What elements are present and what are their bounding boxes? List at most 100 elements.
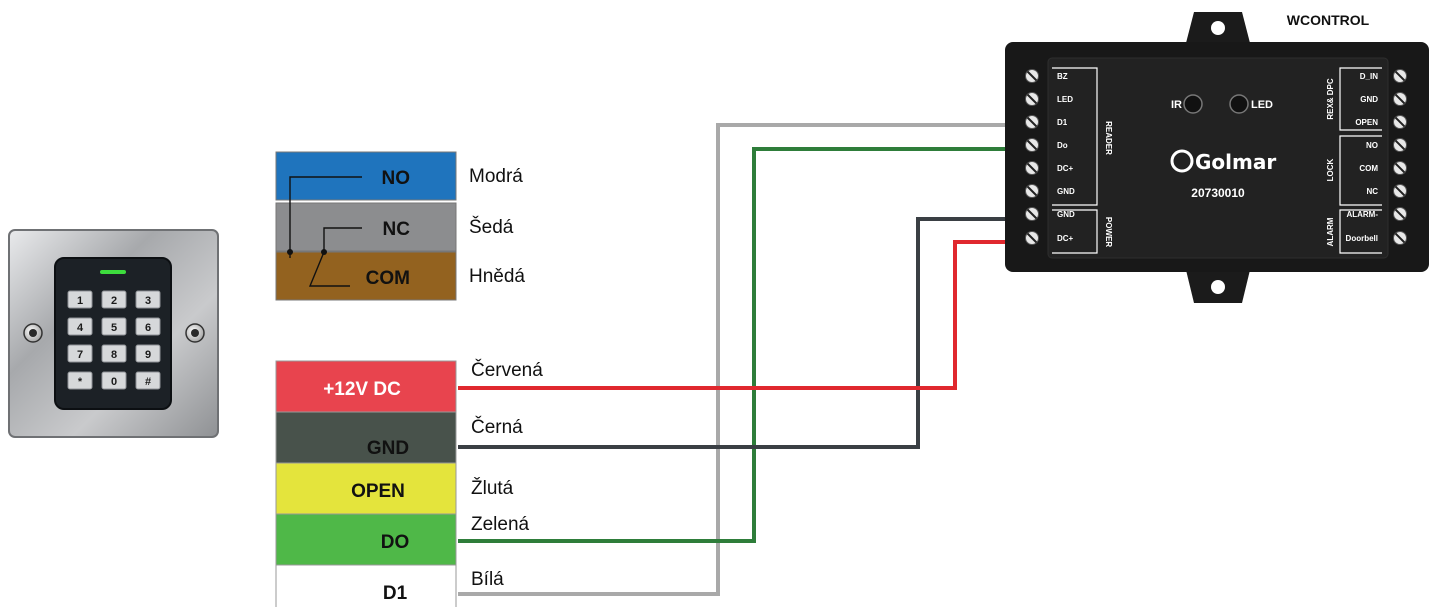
keypad-status-led bbox=[100, 270, 126, 274]
terminal-screw bbox=[1393, 207, 1407, 221]
wire-black-gnd bbox=[458, 217, 1005, 449]
relay-junction-nc bbox=[321, 249, 327, 255]
keypad-key: 3 bbox=[135, 290, 161, 309]
terminal-screw bbox=[1025, 231, 1039, 245]
keypad-key-label: 0 bbox=[111, 376, 117, 388]
wire-terminal-label: +12V DC bbox=[323, 379, 401, 400]
power-bracket bbox=[1052, 209, 1098, 254]
keypad-key-label: # bbox=[145, 376, 151, 388]
relay-row-2 bbox=[275, 251, 457, 301]
left-terminal-label: Do bbox=[1057, 141, 1068, 150]
device-title: WCONTROL bbox=[1287, 12, 1370, 28]
keypad-key: 5 bbox=[101, 317, 127, 336]
wire-terminal-label: D1 bbox=[383, 583, 408, 604]
relay-wire-name: Modrá bbox=[469, 166, 523, 187]
wire-color-block: +12V DCGNDOPENDOD1ČervenáČernáŽlutáZelen… bbox=[275, 359, 543, 607]
left-terminal-label: DC+ bbox=[1057, 234, 1074, 243]
terminal-screw bbox=[1025, 69, 1039, 83]
keypad-left-screw bbox=[23, 323, 43, 343]
right-terminal-label: D_IN bbox=[1360, 72, 1378, 81]
right-terminal-label: OPEN bbox=[1355, 118, 1378, 127]
keypad-right-screw bbox=[185, 323, 205, 343]
alarm-bracket bbox=[1339, 209, 1382, 254]
keypad-key: * bbox=[67, 371, 93, 390]
terminal-screw bbox=[1393, 115, 1407, 129]
wire-color-name: Bílá bbox=[471, 569, 504, 590]
wire-row-4 bbox=[275, 564, 457, 607]
right-terminal-label: GND bbox=[1360, 95, 1378, 104]
power-label: POWER bbox=[1104, 217, 1113, 247]
wires bbox=[458, 123, 1005, 596]
relay-wire-name: Šedá bbox=[469, 216, 514, 238]
terminal-screw bbox=[1393, 184, 1407, 198]
relay-terminal-label: NC bbox=[383, 219, 411, 240]
wire-row-3 bbox=[275, 513, 457, 566]
ir-label: IR bbox=[1171, 99, 1182, 111]
left-terminal-label: GND bbox=[1057, 210, 1075, 219]
keypad-key: 0 bbox=[101, 371, 127, 390]
left-terminal-label: BZ bbox=[1057, 72, 1068, 81]
lock-label: LOCK bbox=[1326, 158, 1335, 181]
keypad-key-label: 3 bbox=[145, 295, 151, 307]
keypad-key-label: 5 bbox=[111, 322, 117, 334]
relay-junction-no bbox=[287, 249, 293, 255]
left-terminal-label: DC+ bbox=[1057, 164, 1074, 173]
keypad-key: 7 bbox=[67, 344, 93, 363]
relay-row-0 bbox=[275, 151, 457, 201]
right-terminal-label: NO bbox=[1366, 141, 1378, 150]
relay-contact-lines bbox=[289, 176, 362, 287]
wire-color-name: Žlutá bbox=[471, 477, 514, 499]
wire-terminal-label: OPEN bbox=[351, 481, 405, 502]
golmar-logo: Golmar bbox=[1170, 149, 1276, 174]
keypad-key-label: 7 bbox=[77, 349, 83, 361]
terminal-screw bbox=[1025, 207, 1039, 221]
wire-terminal-label: DO bbox=[381, 532, 410, 553]
rex-bracket bbox=[1339, 67, 1382, 131]
brand-name: Golmar bbox=[1195, 150, 1276, 174]
keypad-key-label: 8 bbox=[111, 349, 117, 361]
left-terminal-label: LED bbox=[1057, 95, 1073, 104]
relay-terminal-label: COM bbox=[366, 268, 410, 289]
terminal-screw bbox=[1025, 184, 1039, 198]
right-terminal-label: Doorbell bbox=[1346, 234, 1378, 243]
lock-bracket bbox=[1339, 135, 1382, 206]
wire-color-name: Zelená bbox=[471, 514, 530, 535]
terminal-screw bbox=[1025, 92, 1039, 106]
right-terminal-label: COM bbox=[1359, 164, 1378, 173]
wire-red-12v bbox=[458, 240, 1005, 390]
terminal-screw bbox=[1025, 115, 1039, 129]
model-number: 20730010 bbox=[1191, 186, 1245, 200]
terminal-screw bbox=[1025, 138, 1039, 152]
ir-sensor bbox=[1183, 94, 1203, 114]
terminal-screw bbox=[1393, 161, 1407, 175]
keypad-key-label: 2 bbox=[111, 295, 117, 307]
wire-green-do bbox=[458, 147, 1005, 543]
keypad-key-label: * bbox=[78, 376, 83, 388]
keypad-key-label: 1 bbox=[77, 295, 83, 307]
wire-white-d1 bbox=[458, 123, 1005, 596]
keypad-key: 2 bbox=[101, 290, 127, 309]
keypad-key: 8 bbox=[101, 344, 127, 363]
relay-wire-name: Hnědá bbox=[469, 266, 525, 287]
keypad-key: 6 bbox=[135, 317, 161, 336]
rex-label: REX& DPC bbox=[1326, 78, 1335, 120]
wire-terminal-label: GND bbox=[367, 438, 409, 459]
alarm-label: ALARM bbox=[1326, 217, 1335, 246]
keypad-key: 1 bbox=[67, 290, 93, 309]
keypad-key-label: 6 bbox=[145, 322, 151, 334]
keypad-key-label: 9 bbox=[145, 349, 151, 361]
led-indicator bbox=[1229, 94, 1249, 114]
reader-bracket bbox=[1052, 67, 1098, 206]
right-terminal-label: ALARM- bbox=[1346, 210, 1378, 219]
wire-row-0 bbox=[275, 360, 457, 413]
relay-row-1 bbox=[275, 202, 457, 252]
left-terminal-label: D1 bbox=[1057, 118, 1068, 127]
terminal-screw bbox=[1025, 161, 1039, 175]
left-terminal-label: GND bbox=[1057, 187, 1075, 196]
